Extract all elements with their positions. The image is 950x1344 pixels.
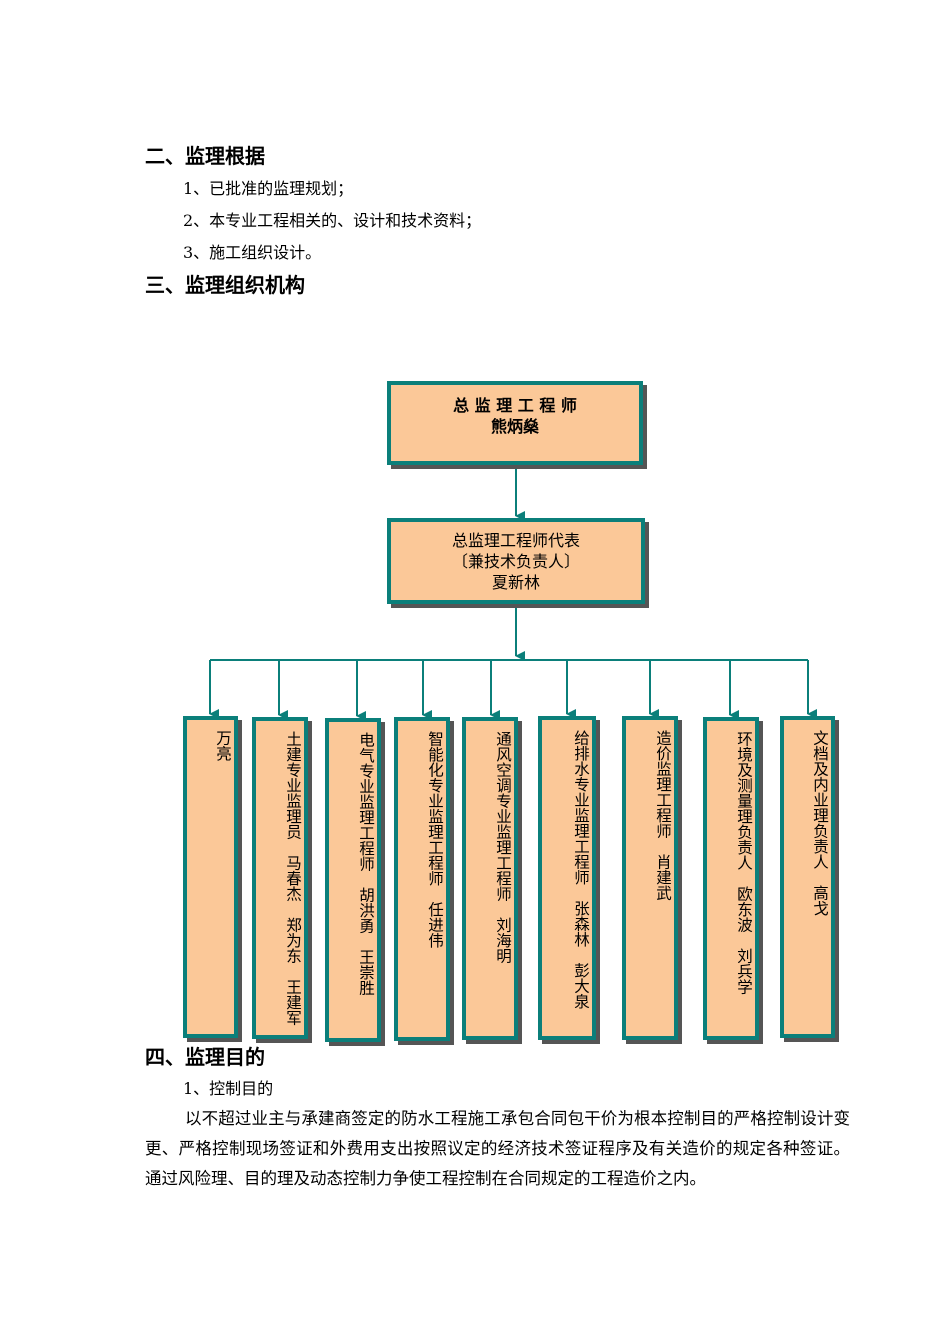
chief-engineer-title: 总 监 理 工 程 师: [453, 396, 577, 415]
deputy-role: 〔兼技术负责人〕: [451, 552, 580, 571]
section-4-heading: 四、监理目的: [145, 1045, 265, 1069]
section-2-heading: 二、监理根据: [145, 144, 265, 168]
staff-box-8: 环境及测量理负责人 欧东波 刘兵学: [703, 717, 759, 1040]
chief-engineer-box: 总 监 理 工 程 师 熊炳燊: [387, 381, 643, 465]
deputy-name: 夏新林: [491, 573, 540, 592]
basis-item-3: 3、施工组织设计。: [183, 243, 322, 262]
section-3-heading: 三、监理组织机构: [145, 273, 305, 297]
staff-2-text-cont: 军: [284, 1010, 302, 1026]
staff-box-5: 通风空调专业监理工程师 刘海明: [462, 717, 518, 1040]
staff-1-text: 万亮: [214, 730, 232, 761]
basis-item-1: 1、已批准的监理规划；: [183, 179, 354, 198]
deputy-title: 总监理工程师代表: [451, 531, 580, 550]
staff-box-4: 智能化专业监理工程师 任进伟: [394, 717, 450, 1041]
staff-box-9: 文档及内业理负责人 高戈: [780, 716, 835, 1038]
control-objective-paragraph: 以不超过业主与承建商签定的防水工程施工承包合同包干价为根本控制目的严格控制设计变…: [145, 1109, 850, 1188]
staff-box-1: 万亮: [183, 716, 238, 1038]
staff-9-text: 文档及内业理负责人 高戈: [811, 730, 829, 916]
chief-engineer-name: 熊炳燊: [490, 417, 539, 436]
deputy-engineer-box: 总监理工程师代表 〔兼技术负责人〕 夏新林: [387, 518, 645, 604]
staff-box-2: 土建专业监理员 马春杰 郑为东 王建军: [252, 717, 308, 1039]
staff-box-7: 造价监理工程师 肖建武: [622, 716, 678, 1040]
basis-item-2: 2、本专业工程相关的、设计和技术资料；: [183, 211, 482, 230]
staff-2-text: 土建专业监理员 马春杰 郑为东 王建: [284, 731, 302, 1010]
staff-3-text: 电气专业监理工程师 胡洪勇 王崇胜: [357, 732, 375, 996]
staff-8-text: 环境及测量理负责人 欧东波 刘兵学: [735, 731, 753, 995]
control-objective-heading: 1、控制目的: [183, 1079, 274, 1098]
staff-5-text: 通风空调专业监理工程师 刘海明: [494, 731, 512, 964]
staff-7-text: 造价监理工程师 肖建武: [654, 730, 672, 901]
staff-box-3: 电气专业监理工程师 胡洪勇 王崇胜: [325, 718, 381, 1042]
staff-box-6: 给排水专业监理工程师 张森林 彭大泉: [538, 716, 596, 1040]
staff-4-text: 智能化专业监理工程师 任进伟: [426, 731, 444, 948]
staff-6-text: 给排水专业监理工程师 张森林 彭大泉: [572, 730, 590, 1009]
